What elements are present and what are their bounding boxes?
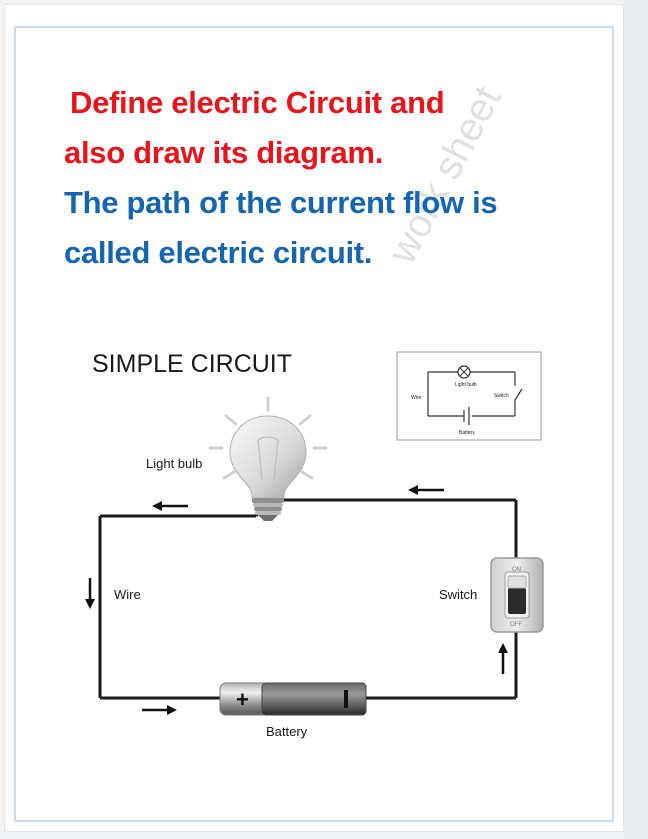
current-arrow-bottom xyxy=(142,705,177,715)
inset-label-battery: Battery xyxy=(459,430,475,436)
current-arrow-top-right xyxy=(408,485,444,495)
battery-minus-sign xyxy=(344,690,348,708)
question-line-2: also draw its diagram. xyxy=(64,135,384,170)
battery-plus-sign: + xyxy=(236,687,249,712)
label-wire: Wire xyxy=(114,587,141,602)
inset-label-light-bulb: Light bulb xyxy=(455,382,477,388)
switch-on-label: ON xyxy=(512,567,521,573)
question-line-1: Define electric Circuit and xyxy=(70,85,445,120)
label-battery: Battery xyxy=(266,724,308,739)
light-bulb-icon xyxy=(208,396,328,521)
current-arrow-right xyxy=(498,643,508,674)
answer-line-2: called electric circuit. xyxy=(64,235,373,270)
inset-label-wire: Wire xyxy=(411,395,421,401)
label-switch: Switch xyxy=(439,587,477,602)
answer-line-1: The path of the current flow is xyxy=(64,185,498,220)
switch-icon: ON OFF xyxy=(490,557,544,633)
page-edge-strip xyxy=(624,0,648,839)
current-arrow-left xyxy=(85,578,95,609)
current-arrow-top-left xyxy=(152,501,188,511)
worksheet-frame xyxy=(14,26,614,822)
inset-label-switch: Switch xyxy=(494,393,509,399)
label-light-bulb: Light bulb xyxy=(146,456,202,471)
switch-off-label: OFF xyxy=(510,622,522,628)
battery-icon: + xyxy=(219,682,367,716)
schematic-inset: Light bulb Wire Switch Battery xyxy=(396,351,542,441)
diagram-title: SIMPLE CIRCUIT xyxy=(92,350,292,378)
